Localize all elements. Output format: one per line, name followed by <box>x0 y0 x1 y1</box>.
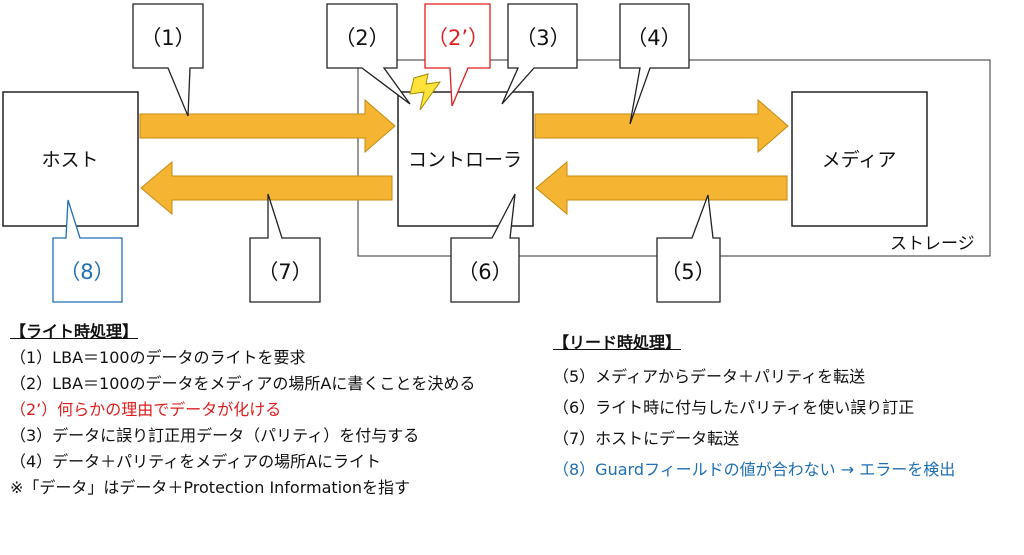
write-step-1: （1）LBA＝100のデータのライトを要求 <box>10 348 306 367</box>
read-step-8: （8）Guardフィールドの値が合わない → エラーを検出 <box>553 460 956 479</box>
read-process-heading: 【リード時処理】 <box>553 333 682 352</box>
storage-label: ストレージ <box>890 234 975 254</box>
callout-4 <box>619 3 690 125</box>
callout-5 <box>656 194 721 303</box>
callout-7-label: （7） <box>257 260 312 284</box>
read-step-7: （7）ホストにデータ転送 <box>553 429 740 448</box>
callout-5-label: （5） <box>660 260 715 284</box>
host-label: ホスト <box>41 149 98 171</box>
read-step-5: （5）メディアからデータ＋パリティを転送 <box>553 367 866 386</box>
write-note: ※「データ」はデータ＋Protection Informationを指す <box>10 478 411 497</box>
arrow-media-to-controller <box>535 160 788 216</box>
callout-1-label: （1） <box>140 26 195 50</box>
callout-8-label: （8） <box>59 260 114 284</box>
write-process-section: 【ライト時処理】 （1）LBA＝100のデータのライトを要求 （2）LBA＝10… <box>10 319 475 501</box>
callout-6-label: （6） <box>457 260 512 284</box>
write-process-heading: 【ライト時処理】 <box>10 322 139 341</box>
write-step-3: （3）データに誤り訂正用データ（パリティ）を付与する <box>10 426 420 445</box>
callout-3-label: （3） <box>515 26 570 50</box>
write-step-4: （4）データ＋パリティをメディアの場所Aにライト <box>10 452 382 471</box>
write-step-2-prime: （2’）何らかの理由でデータが化ける <box>10 400 282 419</box>
media-label: メディア <box>822 149 897 171</box>
callout-1 <box>132 3 204 117</box>
callout-2-prime-label: （2’） <box>427 26 489 50</box>
write-step-2: （2）LBA＝100のデータをメディアの場所Aに書くことを決める <box>10 374 476 393</box>
callout-6 <box>450 193 520 303</box>
callout-3 <box>501 3 578 105</box>
media-box: メディア <box>791 91 928 227</box>
callout-8 <box>52 199 123 303</box>
callout-4-label: （4） <box>626 26 681 50</box>
read-step-6: （6）ライト時に付与したパリティを使い誤り訂正 <box>553 398 915 417</box>
callout-7 <box>249 193 321 303</box>
lightning-icon <box>409 73 442 111</box>
flow-diagram: ストレージ ホスト コントローラ メディア （1） （2） （2’） （3） （… <box>2 3 991 303</box>
controller-label: コントローラ <box>408 149 522 171</box>
callout-2-label: （2） <box>334 26 389 50</box>
read-process-section: 【リード時処理】 （5）メディアからデータ＋パリティを転送 （6）ライト時に付与… <box>553 330 955 485</box>
arrow-host-to-controller <box>139 98 396 154</box>
callout-2-prime <box>424 3 491 107</box>
arrow-controller-to-host <box>140 160 393 216</box>
arrow-controller-to-media <box>534 98 789 154</box>
callout-2 <box>326 3 411 105</box>
